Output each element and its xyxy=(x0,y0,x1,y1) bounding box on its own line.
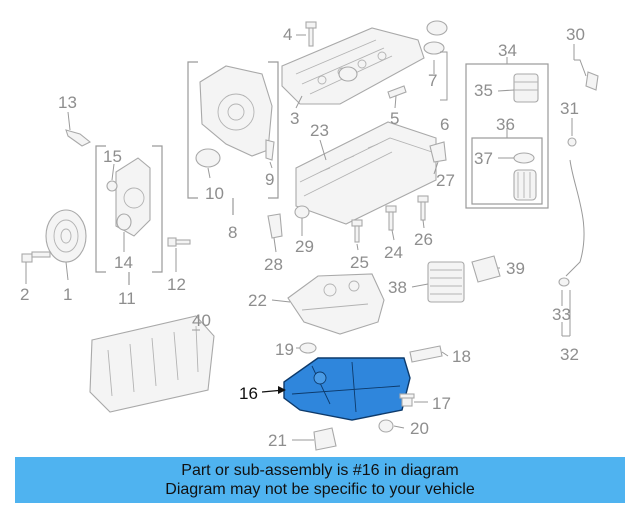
callout-11: 11 xyxy=(118,289,136,308)
callout-numbers: 1 2 3 4 5 6 7 8 9 10 11 12 13 14 15 16 1… xyxy=(20,25,585,450)
callout-8: 8 xyxy=(228,223,237,242)
callout-18: 18 xyxy=(452,347,471,366)
seal-31 xyxy=(567,137,577,147)
cylinder-head-cover xyxy=(281,27,425,105)
callout-25: 25 xyxy=(350,253,369,272)
callout-17: 17 xyxy=(432,394,451,413)
callout-3: 3 xyxy=(290,109,299,128)
oil-filter-cap xyxy=(513,73,539,103)
bracket-27 xyxy=(429,141,447,163)
callout-28: 28 xyxy=(264,255,283,274)
bolt-2 xyxy=(21,251,51,263)
callout-36: 36 xyxy=(496,115,515,134)
callout-6: 6 xyxy=(440,115,449,134)
drain-plug-17 xyxy=(399,393,415,407)
bracket-13 xyxy=(65,129,92,147)
callout-7: 7 xyxy=(428,71,437,90)
oil-cooler xyxy=(427,261,465,303)
leader-lines xyxy=(25,34,587,441)
callout-14: 14 xyxy=(114,253,133,272)
bolt-25 xyxy=(351,219,363,243)
oil-filter-element xyxy=(513,169,537,201)
banner-line-1: Part or sub-assembly is #16 in diagram xyxy=(181,462,459,479)
info-banner: Part or sub-assembly is #16 in diagram D… xyxy=(15,457,625,503)
callout-19: 19 xyxy=(275,340,294,359)
seal-10 xyxy=(195,148,221,168)
oil-pan-highlighted xyxy=(283,357,411,421)
leader-16-arrow xyxy=(278,386,286,394)
callout-30: 30 xyxy=(566,25,585,44)
callout-32: 32 xyxy=(560,345,579,364)
callout-38: 38 xyxy=(388,278,407,297)
intake-manifold xyxy=(89,315,215,413)
dipstick-tube xyxy=(565,159,585,277)
sensor-18 xyxy=(409,345,443,363)
callout-23: 23 xyxy=(310,121,329,140)
callout-35: 35 xyxy=(474,81,493,100)
bolt-24 xyxy=(385,205,397,231)
sensor-21 xyxy=(313,427,337,451)
callout-13: 13 xyxy=(58,93,77,112)
sensor-28 xyxy=(267,213,283,239)
upper-oil-pan-22 xyxy=(287,273,385,335)
seal-33 xyxy=(558,277,570,287)
callout-15: 15 xyxy=(103,147,122,166)
callout-37: 37 xyxy=(474,149,493,168)
callout-5: 5 xyxy=(390,109,399,128)
callout-40: 40 xyxy=(192,311,211,330)
cylinder-head xyxy=(295,121,437,225)
gasket-19 xyxy=(299,342,317,354)
timing-cover xyxy=(199,65,273,157)
callout-12: 12 xyxy=(167,275,186,294)
bolt-12 xyxy=(167,237,191,247)
callout-1: 1 xyxy=(63,285,72,304)
banner-line-2: Diagram may not be specific to your vehi… xyxy=(165,481,475,498)
gasket-39 xyxy=(471,255,501,283)
callout-26: 26 xyxy=(414,230,433,249)
callout-2: 2 xyxy=(20,285,29,304)
crankshaft-pulley xyxy=(45,209,87,263)
callout-10: 10 xyxy=(205,184,224,203)
sensor-9 xyxy=(265,139,275,161)
plug-15 xyxy=(106,180,118,192)
callout-34: 34 xyxy=(498,41,517,60)
bolt-4 xyxy=(305,21,317,47)
callout-20: 20 xyxy=(410,419,429,438)
callout-39: 39 xyxy=(506,259,525,278)
callout-33: 33 xyxy=(552,305,571,324)
callout-24: 24 xyxy=(384,243,403,262)
oil-filler-cap xyxy=(423,20,448,55)
callout-22: 22 xyxy=(248,291,267,310)
callout-16: 16 xyxy=(239,384,258,403)
o-ring-37 xyxy=(513,152,535,164)
dipstick-handle xyxy=(585,71,599,91)
callout-4: 4 xyxy=(283,25,292,44)
callout-27: 27 xyxy=(436,171,455,190)
washer-20 xyxy=(378,419,394,433)
callout-31: 31 xyxy=(560,99,579,118)
bracket-timing-cover-group xyxy=(187,61,279,215)
bracket-cover-group xyxy=(95,145,163,285)
seal-29 xyxy=(294,205,310,219)
callout-9: 9 xyxy=(265,170,274,189)
bracket-5 xyxy=(387,85,407,99)
callout-29: 29 xyxy=(295,237,314,256)
bolt-26 xyxy=(417,195,429,221)
seal-14 xyxy=(116,213,132,231)
callout-21: 21 xyxy=(268,431,287,450)
